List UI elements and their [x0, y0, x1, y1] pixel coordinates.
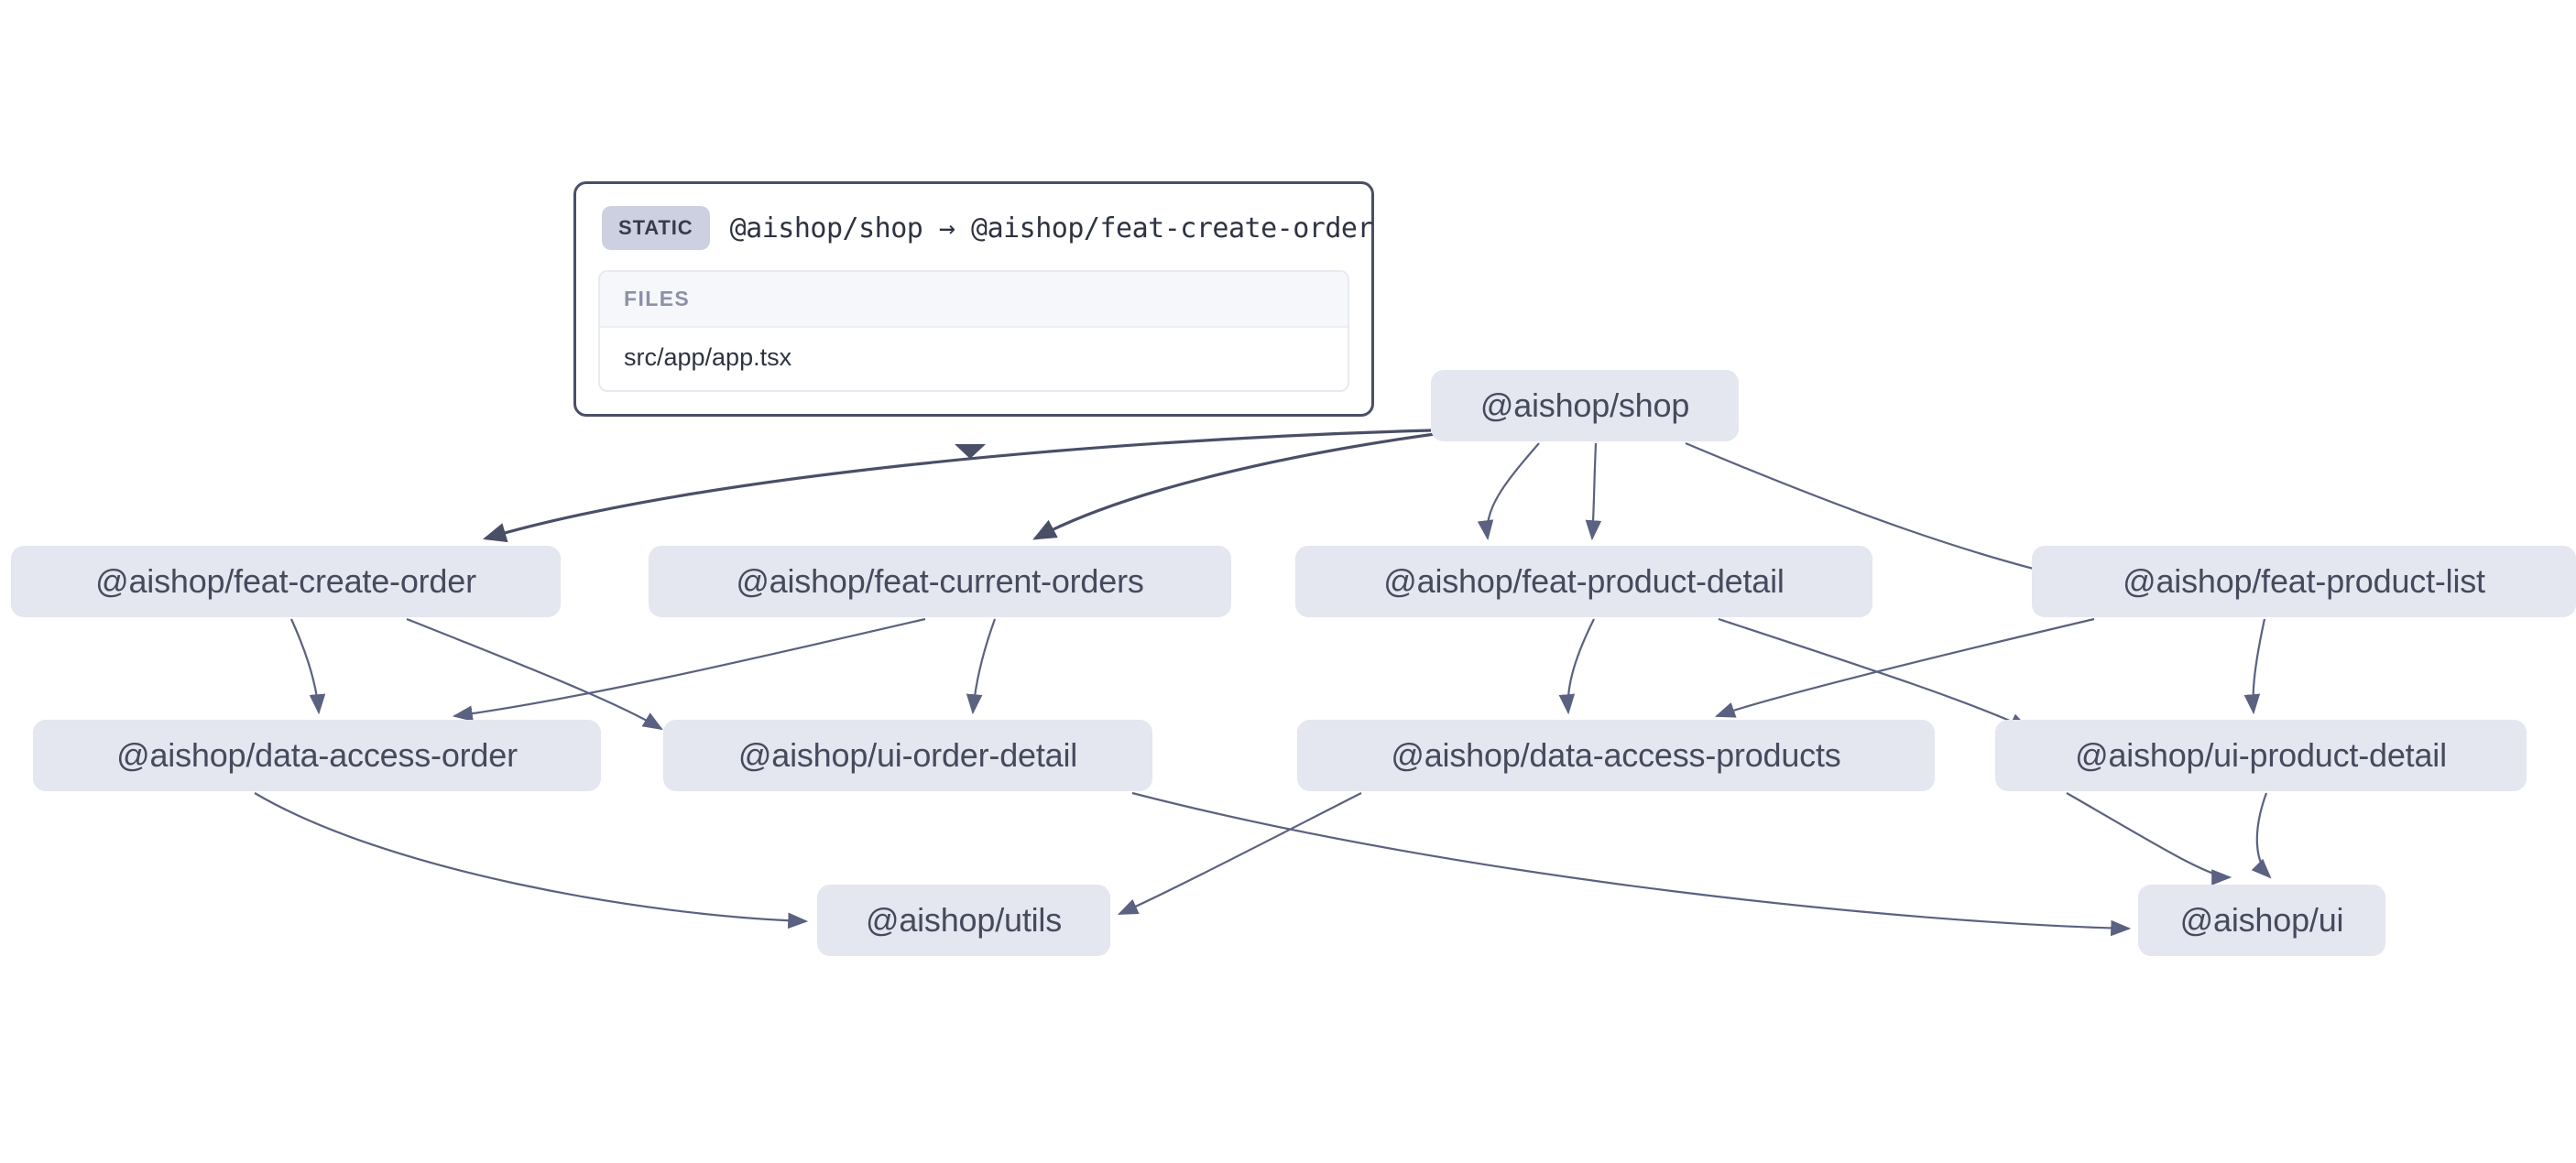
graph-node-label: @aishop/utils: [865, 901, 1063, 939]
graph-edge[interactable]: [406, 617, 663, 731]
graph-node-ui-product-detail[interactable]: @aishop/ui-product-detail: [1995, 720, 2527, 791]
graph-node-label: @aishop/ui: [2179, 901, 2344, 939]
tooltip-pointer-icon: [955, 444, 986, 459]
graph-edge[interactable]: [1117, 792, 1362, 916]
graph-edge[interactable]: [452, 617, 926, 722]
files-section-label: FILES: [600, 272, 1348, 328]
graph-edge[interactable]: [2251, 792, 2272, 879]
graph-edge[interactable]: [1558, 618, 1595, 715]
graph-edge[interactable]: [1032, 432, 1435, 540]
graph-edge[interactable]: [2066, 792, 2232, 886]
graph-node-ui[interactable]: @aishop/ui: [2138, 885, 2385, 956]
graph-node-label: @aishop/feat-create-order: [95, 562, 476, 600]
graph-node-ui-order-detail[interactable]: @aishop/ui-order-detail: [663, 720, 1152, 791]
graph-edge[interactable]: [2243, 618, 2266, 715]
files-section: FILES src/app/app.tsx: [598, 270, 1349, 392]
graph-node-label: @aishop/data-access-products: [1391, 736, 1841, 774]
graph-edge[interactable]: [1477, 442, 1540, 541]
edge-detail-tooltip[interactable]: STATIC @aishop/shop → @aishop/feat-creat…: [573, 181, 1374, 417]
graph-edge[interactable]: [254, 792, 809, 929]
graph-node-data-access-order[interactable]: @aishop/data-access-order: [33, 720, 601, 791]
graph-node-label: @aishop/feat-product-detail: [1383, 562, 1785, 600]
graph-node-feat-current-orders[interactable]: @aishop/feat-current-orders: [649, 546, 1231, 617]
graph-edge[interactable]: [1585, 442, 1602, 541]
graph-edge[interactable]: [1714, 617, 2095, 718]
graph-node-label: @aishop/ui-order-detail: [737, 736, 1078, 774]
graph-node-shop[interactable]: @aishop/shop: [1431, 370, 1739, 441]
file-list-item[interactable]: src/app/app.tsx: [600, 328, 1348, 390]
tooltip-header: STATIC @aishop/shop → @aishop/feat-creat…: [598, 204, 1374, 250]
graph-node-feat-create-order[interactable]: @aishop/feat-create-order: [11, 546, 561, 617]
graph-edge[interactable]: [1131, 791, 2132, 937]
graph-node-label: @aishop/ui-product-detail: [2075, 736, 2447, 774]
graph-edge[interactable]: [289, 618, 326, 715]
graph-edge[interactable]: [966, 618, 997, 715]
graph-edge[interactable]: [1718, 617, 2030, 730]
static-badge: STATIC: [602, 206, 710, 250]
graph-node-label: @aishop/feat-product-list: [2123, 562, 2485, 600]
graph-node-label: @aishop/shop: [1479, 386, 1690, 424]
graph-node-data-access-products[interactable]: @aishop/data-access-products: [1297, 720, 1935, 791]
tooltip-title: @aishop/shop → @aishop/feat-create-order: [729, 212, 1374, 245]
graph-node-feat-product-list[interactable]: @aishop/feat-product-list: [2032, 546, 2576, 617]
graph-node-utils[interactable]: @aishop/utils: [817, 885, 1110, 956]
graph-node-label: @aishop/data-access-order: [116, 736, 518, 774]
graph-node-feat-product-detail[interactable]: @aishop/feat-product-detail: [1295, 546, 1872, 617]
graph-node-label: @aishop/feat-current-orders: [736, 562, 1144, 600]
